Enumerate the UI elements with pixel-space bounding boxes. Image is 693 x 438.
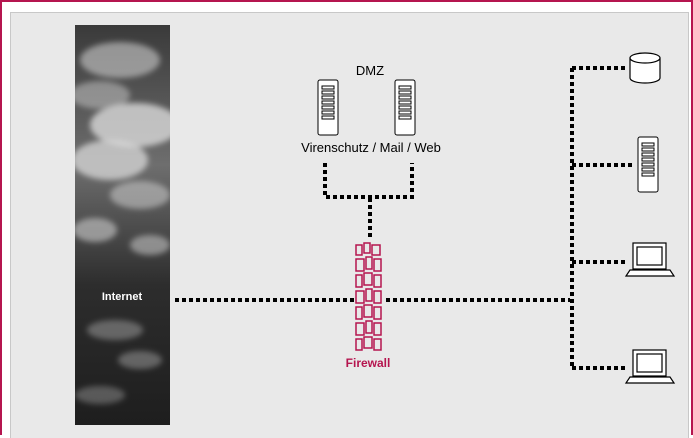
connection-lines xyxy=(175,66,632,370)
server-icon xyxy=(394,79,416,136)
database-icon xyxy=(629,52,661,84)
internet-image xyxy=(75,25,170,425)
laptop-icon xyxy=(624,242,676,277)
server-icon xyxy=(317,79,339,136)
brick-wall-icon xyxy=(355,242,382,351)
dmz-label: DMZ xyxy=(356,63,384,78)
laptop-icon xyxy=(624,349,676,384)
dmz-servers-label: Virenschutz / Mail / Web xyxy=(301,140,441,155)
dmz-bus-line xyxy=(323,163,414,199)
internet-label: Internet xyxy=(102,291,143,303)
firewall-label: Firewall xyxy=(346,356,391,370)
server-icon xyxy=(637,136,659,193)
